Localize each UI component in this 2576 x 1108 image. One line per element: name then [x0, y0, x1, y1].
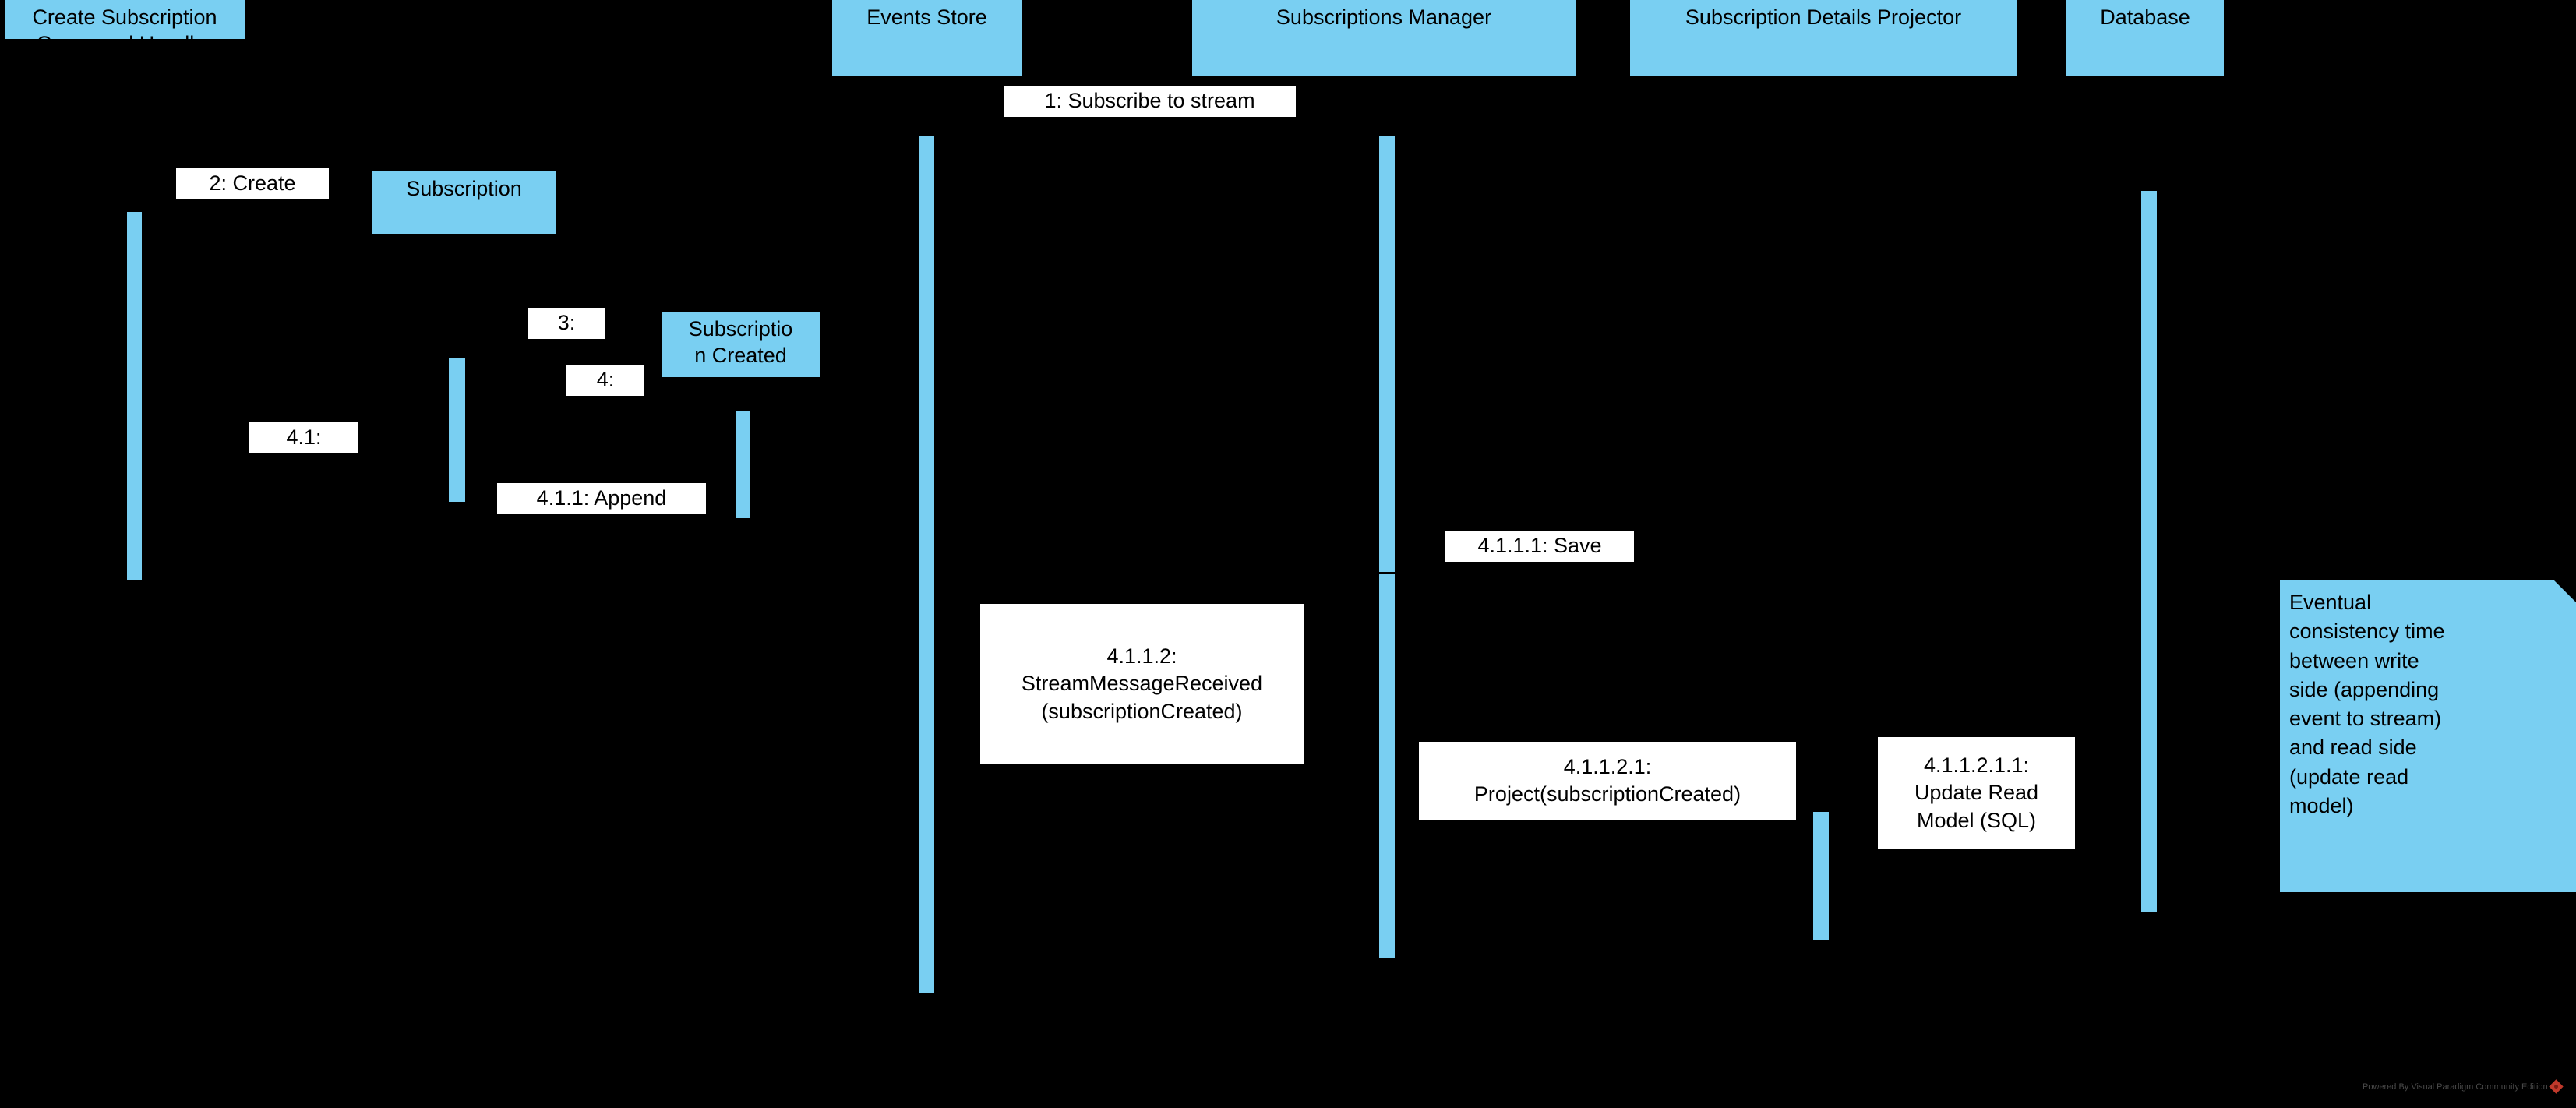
message-label-project[interactable]: 4.1.1.2.1: Project(subscriptionCreated)	[1419, 742, 1796, 820]
activation-bar-subscription[interactable]	[449, 358, 465, 502]
lifeline-head-create-subscription-command-handler[interactable]: Create Subscription Command Handler	[5, 0, 245, 55]
watermark-text: Powered By:Visual Paradigm Community Edi…	[2363, 1082, 2548, 1092]
lifeline-head-subscription-details-projector[interactable]: Subscription Details Projector	[1630, 0, 2017, 76]
activation-bar-database[interactable]	[2141, 191, 2157, 912]
note-eventual-consistency[interactable]: Eventual consistency time between write …	[2280, 580, 2576, 892]
message-label-update-read-model[interactable]: 4.1.1.2.1.1: Update Read Model (SQL)	[1878, 737, 2075, 849]
lifeline-head-subscription[interactable]: Subscription	[372, 171, 556, 234]
message-label-create[interactable]: 2: Create	[176, 168, 329, 199]
message-label-stream-message-received[interactable]: 4.1.1.2: StreamMessageReceived (subscrip…	[980, 604, 1304, 764]
activation-bar-create-subscription-command-handler[interactable]	[127, 212, 142, 580]
lifeline-head-database[interactable]: Database	[2066, 0, 2224, 76]
watermark: Powered By:Visual Paradigm Community Edi…	[2363, 1079, 2564, 1094]
visual-paradigm-diamond-icon	[2548, 1079, 2564, 1094]
message-label-four-one[interactable]: 4.1:	[249, 422, 358, 453]
message-label-three[interactable]: 3:	[528, 308, 605, 339]
activation-bar-subscription-details-projector[interactable]	[1813, 812, 1829, 940]
message-label-four[interactable]: 4:	[566, 365, 644, 396]
lifeline-head-subscription-created[interactable]: Subscriptio n Created	[662, 312, 820, 377]
lifeline-head-subscriptions-manager[interactable]: Subscriptions Manager	[1192, 0, 1576, 76]
message-label-save[interactable]: 4.1.1.1: Save	[1445, 531, 1634, 562]
lifeline-head-events-store[interactable]: Events Store	[832, 0, 1022, 76]
activation-bar-subscription-created[interactable]	[736, 411, 750, 518]
activation-bar-subscriptions-manager[interactable]	[1379, 136, 1395, 958]
message-label-subscribe-to-stream[interactable]: 1: Subscribe to stream	[1004, 86, 1296, 117]
message-label-append[interactable]: 4.1.1: Append	[497, 483, 706, 514]
activation-bar-events-store[interactable]	[919, 136, 934, 993]
activation-split-subscriptions-manager	[1379, 572, 1395, 574]
